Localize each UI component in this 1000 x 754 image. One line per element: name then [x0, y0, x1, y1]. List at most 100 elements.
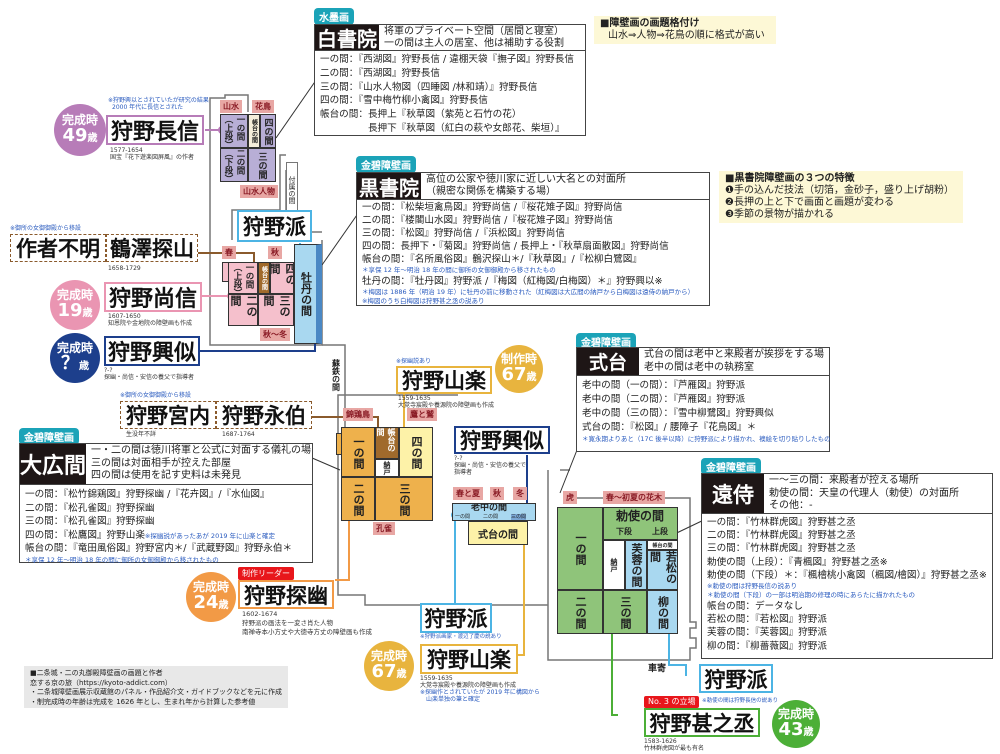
season-label: 秋 [490, 487, 504, 500]
painter-jinnojo[interactable]: 狩野甚之丞 [644, 708, 760, 737]
room-ohiroma-4: 四の間 [399, 427, 433, 477]
painter-eihaku[interactable]: 狩野永伯 [216, 401, 312, 429]
footer-source: 恋する京の旅（https://kyoto-addict.com） [30, 678, 172, 687]
kuro-note: ＊梅図は 1886 年（明治 19 年）に牡丹の前に移動された（紅梅図は大広間の… [362, 288, 695, 296]
painter-koi-mid[interactable]: 狩野興似 [454, 426, 550, 454]
age-unit: 歳 [79, 360, 89, 372]
shiro-title: 白書院 [315, 25, 379, 51]
shiro-row: 一の間：『西湖図』狩野長信 / 違棚天袋『撫子図』狩野長信 [320, 54, 574, 65]
age-unit: 歳 [82, 307, 93, 319]
painter-kanoha-top[interactable]: 狩野派 [237, 210, 312, 242]
tozamurai-row: 帳台の間：データなし [707, 601, 803, 613]
naonobu-age-badge: 完成時 19歳 [50, 280, 100, 330]
kuro-tag: 金碧障壁画 [356, 156, 416, 173]
age-unit: 歳 [396, 668, 407, 680]
footer-line: ・二条城障壁画展示収蔵館のパネル・作品紹介文・ガイドブックなどを元に作成 [30, 688, 282, 696]
ohiroma-row4-note: ※探幽説があったあが 2019 年に山楽と確定 [144, 531, 276, 540]
sanraku-bot-note2: 山楽単独の筆と確定 [426, 696, 481, 703]
naonobu-years: 1607-1650 [108, 313, 141, 320]
shiro-row: 長押下『秋草図（紅白の萩や女郎花、柴垣）』 [320, 122, 565, 134]
kuro-row: 帳台の間：『名所風俗図』鶴沢探山＊/『秋草図』/『松柳白鷺図』 [362, 254, 642, 265]
ohiroma-row: 帳台の間：『竜田風俗図』狩野宮内＊/『武蔵野図』狩野永伯＊ [25, 543, 293, 554]
shikidai-row: 老中の間（三の間）：『雪中柳鷺図』狩野興似 [582, 408, 774, 419]
room-shiro-1: 一の間（上段） [220, 114, 248, 148]
kanoha-mid-note: ※狩野派画家・渡辺了慶の説あり [420, 634, 502, 640]
room-ohiroma-3: 三の間 [375, 477, 433, 521]
tozamurai-desc: 一～三の間：来殿者が控える場所 [769, 475, 919, 486]
age-label: 制作時 [500, 352, 537, 367]
tanyu-desc: 狩野派の画法を一変さ肖た人物 [242, 619, 333, 627]
koi-mid-desc: 探幽・尚信・安信の養父で [454, 462, 527, 469]
roju-1: 一の間 [455, 514, 471, 520]
kuro-feature-item: ❸季節の景物が描かれる [725, 209, 834, 220]
room-ohiroma-1: 一の間 [341, 427, 375, 477]
ohiroma-row: 一の間：『松竹錦鶏図』狩野探幽 /『花卉図』/『水仙図』 [25, 489, 270, 500]
kuro-desc-2: （親密な関係を構築する場） [426, 186, 556, 197]
season-label: 錦鶏鳥 [343, 408, 373, 421]
sotetsu-room: 蘇鉄の間 [331, 359, 342, 391]
season-label: 花鳥 [252, 100, 274, 113]
kuro-row: 二の間：『楼閣山水図』狩野尚信 /『桜花雉子図』狩野尚信 [362, 215, 613, 226]
painter-sanraku-bot[interactable]: 狩野山楽 [420, 644, 518, 674]
age-value: 67 [371, 660, 397, 682]
koi-mid-years: ?-? [454, 455, 463, 462]
kuro-row-botan: 牡丹の間：『牡丹図』狩野派 /『梅図（紅梅図/白梅図）＊』狩野興以※ [362, 276, 663, 287]
tanzan-years: 1658-1729 [108, 265, 141, 272]
tozamurai-row: 一の間：『竹林群虎図』狩野甚之丞 [707, 517, 856, 528]
room-toza-fuyo: 芙蓉の間 [625, 540, 647, 590]
shiro-row: 四の間：『雪中梅竹柳小禽図』狩野長信 [320, 95, 488, 107]
tozamurai-tag: 金碧障壁画 [701, 458, 761, 475]
kuro-features-legend: ■黒書院障壁画の３つの特徴 ❶手の込んだ技法（切箔，金砂子，盛り上げ胡粉） ❷長… [719, 171, 963, 223]
age-label: 完成時 [192, 580, 229, 595]
painter-tanyu[interactable]: 狩野探幽 [238, 580, 334, 609]
chokushi-label: 勅使の間 [616, 509, 665, 523]
season-label: 春と夏 [453, 487, 483, 500]
shikidai-row: 老中の間（一の間）：『芦雁図』狩野派 [582, 380, 746, 391]
room-kuro-botan: 牡丹の間 [294, 244, 322, 344]
painter-unknown[interactable]: 作者不明 [10, 234, 106, 262]
koi-left-desc: 探幽・尚信・安信の養父で指導者 [104, 374, 195, 381]
painter-naonobu[interactable]: 狩野尚信 [104, 282, 202, 312]
shikidai-panel: 式台 式台の間は老中と来殿者が挨拶をする場 老中の間は老中の執務室 老中の間（一… [576, 347, 831, 452]
shiro-row: 帳台の間：長押上『秋草図（紫苑と石竹の花） [320, 109, 522, 121]
kunai-years: 生没年不詳 [126, 431, 157, 438]
tozamurai-row: 三の間：『竹林群虎図』狩野甚之丞 [707, 543, 856, 555]
age-value: 67 [501, 363, 527, 385]
shikidai-title: 式台 [577, 348, 639, 375]
nagonobu-age-badge: 完成時 49歳 [54, 104, 106, 156]
naonobu-desc: 知恩院や金地院の障壁画も作成 [108, 320, 193, 327]
unknown-note: ※御所の女御御殿から移設 [10, 225, 82, 232]
painter-kunai[interactable]: 狩野宮内 [120, 401, 216, 429]
koi-age-badge: 完成時 ？歳 [50, 333, 100, 383]
painter-koi-left[interactable]: 狩野興似 [104, 336, 200, 366]
painter-tanzan[interactable]: 鶴澤探山 [106, 234, 198, 262]
kuro-features-title: ■黒書院障壁画の３つの特徴 [725, 173, 855, 184]
painter-sanraku-top[interactable]: 狩野山楽 [396, 366, 492, 394]
jinnojo-desc: 竹林群虎図が最も有名 [644, 745, 705, 752]
shikidai-row: 老中の間（二の間）：『芦雁図』狩野派 [582, 394, 746, 405]
age-unit: 歳 [526, 371, 537, 383]
kuro-row: 四の間：長押下・『菊図』狩野尚信 / 長押上・『秋草扇面散図』狩野尚信 [362, 241, 669, 252]
kuro-row: 一の間：『松柴垣禽鳥図』狩野尚信 /『桜花雉子図』狩野尚信 [362, 202, 623, 213]
tozamurai-row: 勅使の間（上段）：『青楓図』狩野甚之丞※ [707, 556, 888, 568]
kunai-note: ※御所の女御御殿から移設 [120, 392, 192, 399]
sanraku-bot-desc: 大覚寺宸殿や養源院の障壁画も作成 [420, 682, 517, 689]
painter-kanoha-mid[interactable]: 狩野派 [420, 603, 492, 633]
painter-kanoha-bot[interactable]: 狩野派 [699, 664, 773, 693]
age-unit: 歳 [218, 599, 229, 611]
tanyu-age-badge: 完成時 24歳 [186, 572, 236, 622]
shikidai-note: ＊寛永期よりあと（17C 後半以降）に狩野派により描かれ、襖絵を切り貼りしたもの [582, 435, 831, 443]
ohiroma-desc: 三の間は対面相手が控えた部屋 [91, 457, 231, 469]
tanyu-desc2: 南禅寺本小方丈や大徳寺方丈の障壁画も作成 [242, 628, 372, 636]
nagonobu-note-1: ※狩野興以とされていたが研究の結果 [108, 97, 209, 104]
painter-nagonobu[interactable]: 狩野長信 [106, 115, 204, 145]
age-unit: 歳 [87, 132, 98, 144]
tozamurai-panel: 遠侍 一～三の間：来殿者が控える場所 勅使の間：天皇の代理人（勅使）の対面所 そ… [701, 473, 993, 659]
roju-2: 二の間 [483, 514, 499, 520]
shikidai-desc-1: 式台の間は老中と来殿者が挨拶をする場 [644, 349, 824, 360]
ohiroma-desc: 一・二の間は徳川将軍と公式に対面する儀礼の場 [91, 445, 311, 456]
